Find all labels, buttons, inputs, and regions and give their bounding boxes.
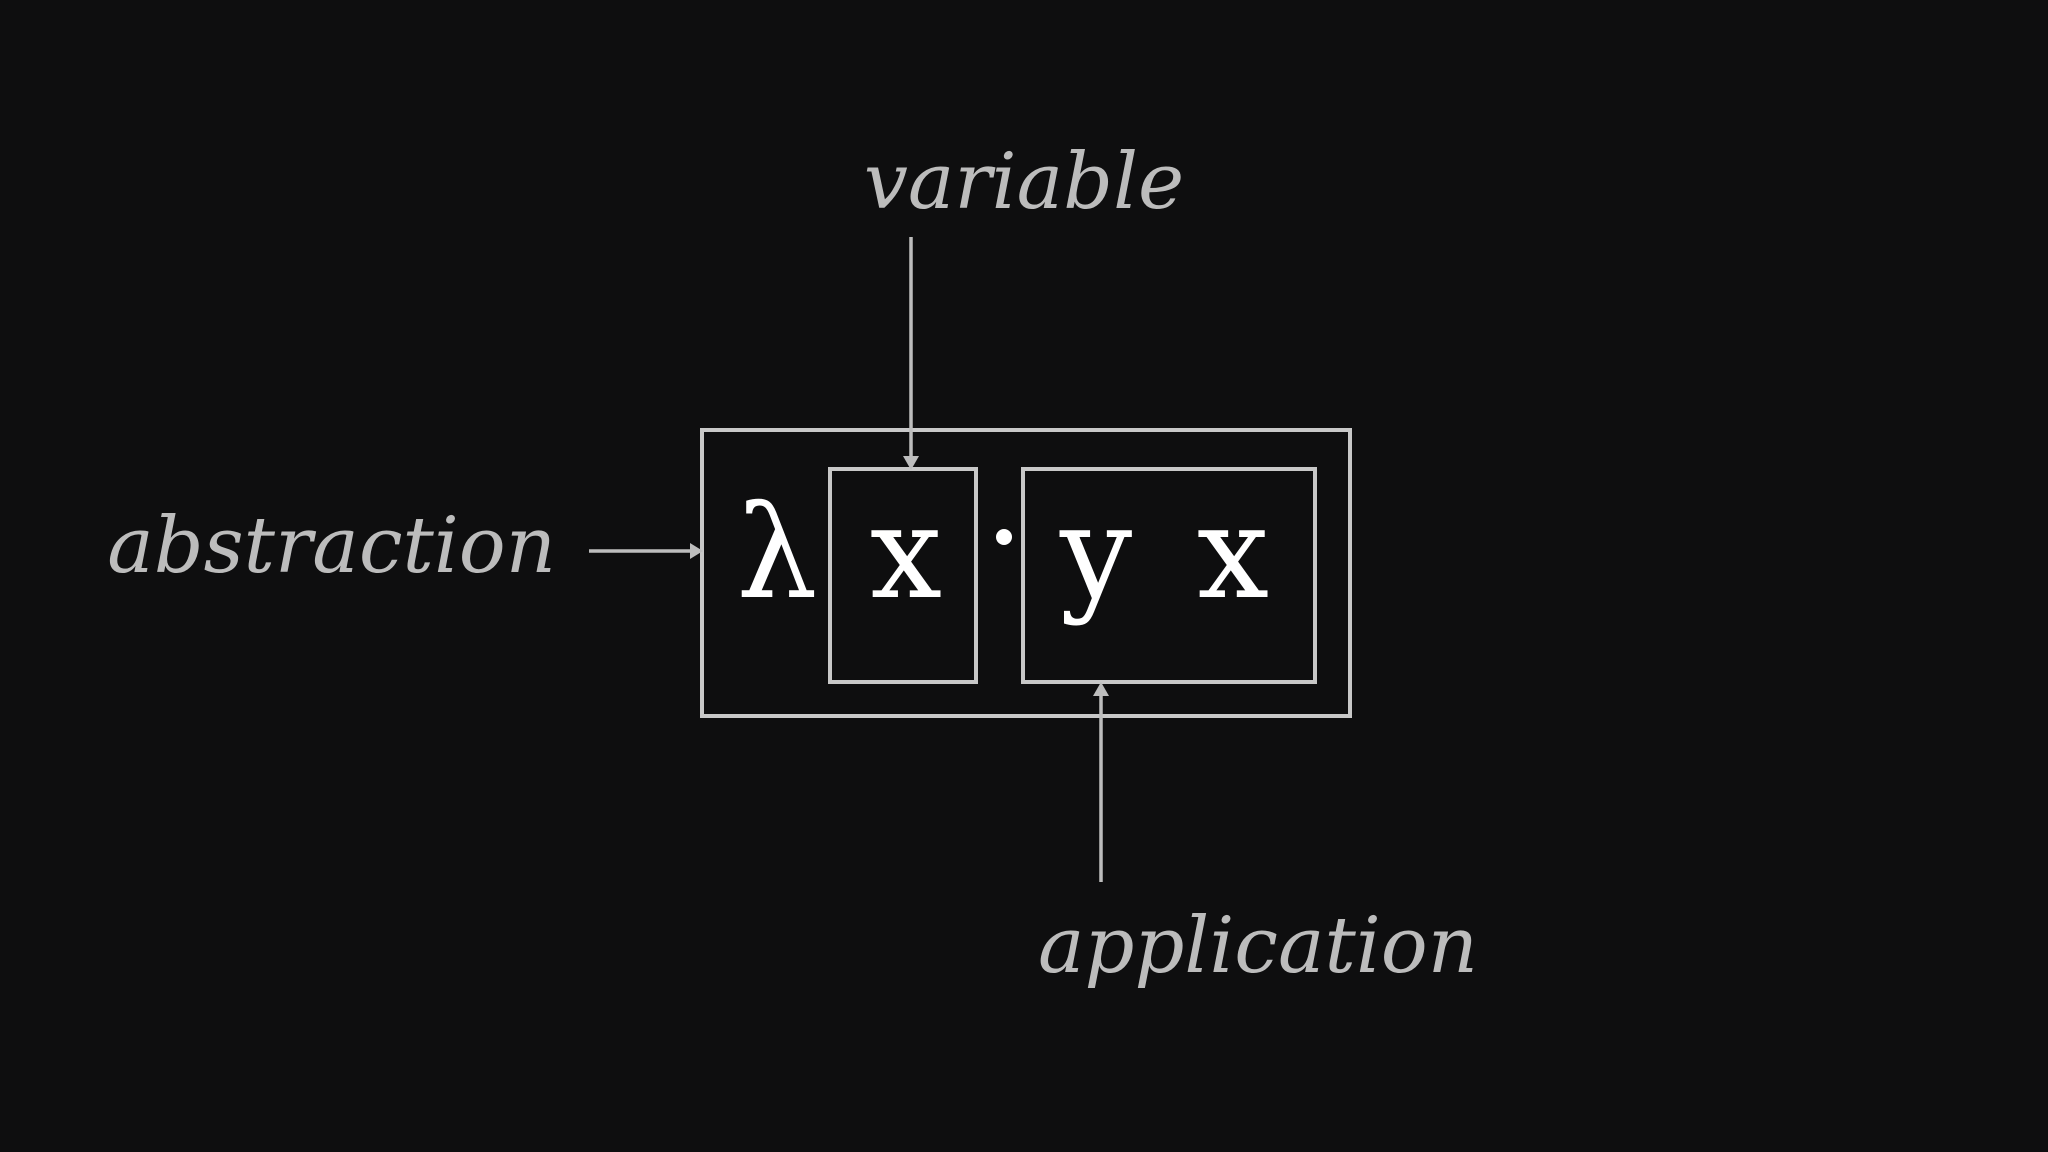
application-label: application: [1038, 901, 1478, 991]
abstraction-label: abstraction: [107, 501, 556, 591]
variable-label: variable: [864, 137, 1184, 227]
variable-box: [828, 467, 978, 684]
lambda-symbol: λ: [736, 479, 817, 628]
abstraction-box: [700, 428, 1352, 718]
application-arrow-head-icon: [1093, 682, 1109, 696]
body-function-symbol: y: [1059, 479, 1132, 628]
abstraction-arrow-head-icon: [690, 543, 703, 559]
dot-separator: [996, 529, 1012, 545]
bound-variable-symbol: x: [870, 479, 942, 628]
body-argument-symbol: x: [1197, 479, 1269, 628]
application-box: [1021, 467, 1317, 684]
variable-arrow-head-icon: [903, 456, 919, 470]
